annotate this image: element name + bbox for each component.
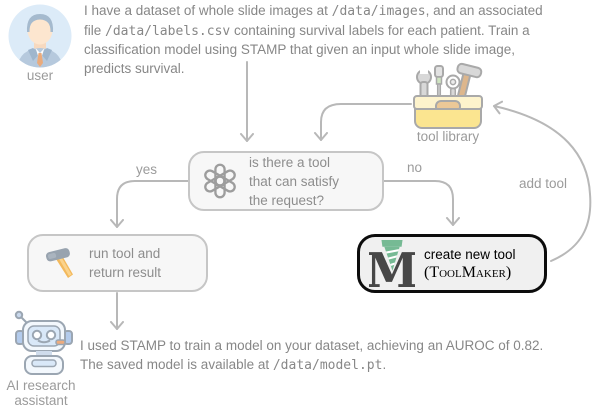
message-text: classification model using STAMP that gi… <box>84 42 515 57</box>
edge-decision-yes <box>110 180 189 228</box>
tool-library-label: tool library <box>416 129 480 144</box>
message-text: predicts survival. <box>84 60 185 76</box>
assistant-message: I used STAMP to train a model on your da… <box>80 337 543 375</box>
message-text: I used STAMP to train a model on your da… <box>80 338 544 353</box>
code-path-images: /data/images <box>331 4 426 19</box>
assistant-label: AI research assistant <box>6 378 76 408</box>
user-message: I have a dataset of whole slide images a… <box>84 2 543 78</box>
openai-logo-icon <box>204 163 236 199</box>
create-tool-subtitle: (ToolMaker) <box>424 264 512 281</box>
hammer-icon <box>45 248 73 278</box>
message-text: containing survival labels for each pati… <box>230 22 530 38</box>
run-tool-node-text: run tool and return result <box>89 246 162 280</box>
user-avatar-icon <box>8 4 72 68</box>
code-path-labels-csv: /data/labels.csv <box>105 23 231 39</box>
edge-label-add-tool: add tool <box>519 176 568 191</box>
code-path-model-pt: /data/model.pt <box>272 357 383 373</box>
edge-label-no: no <box>407 160 423 175</box>
toolmaker-logo-icon: M <box>369 239 415 288</box>
toolbox-icon <box>413 62 483 129</box>
message-text: file <box>84 22 106 38</box>
edge-label-yes: yes <box>136 162 158 177</box>
message-text: . <box>382 356 387 372</box>
create-tool-node: M create new tool (ToolMaker) <box>357 234 547 293</box>
message-text: I have a dataset of whole slide images a… <box>84 3 332 18</box>
user-label: user <box>26 68 54 83</box>
decision-node-text: is there a tool that can satisfy the req… <box>249 154 340 208</box>
run-tool-node: run tool and return result <box>27 234 208 292</box>
edge-library-to-decision <box>314 103 412 141</box>
robot-icon <box>14 310 73 375</box>
edge-decision-no <box>383 180 460 226</box>
message-text: , and an associated <box>425 3 543 18</box>
decision-node: is there a tool that can satisfy the req… <box>188 151 384 211</box>
create-tool-title: create new tool <box>424 247 516 262</box>
message-text: The saved model is available at <box>80 356 273 372</box>
